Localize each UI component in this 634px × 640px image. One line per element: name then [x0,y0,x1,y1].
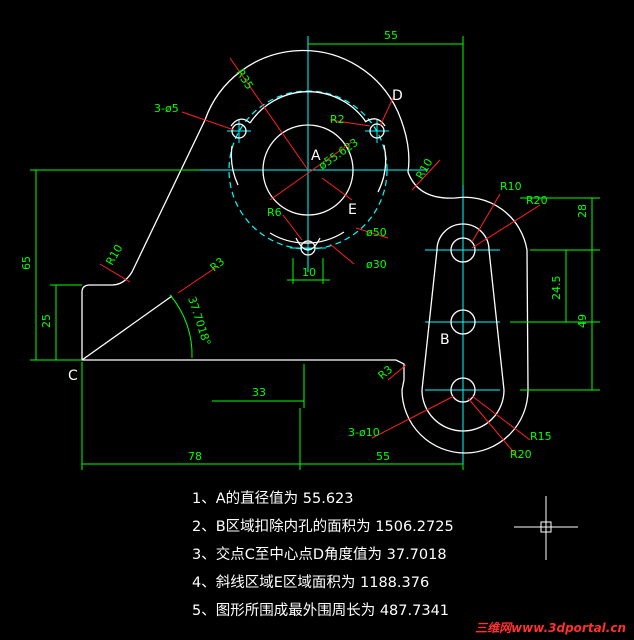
dim-r10-left: R10 [103,242,125,267]
bolt-circle [228,90,388,250]
dim-24-5: 24.5 [550,276,563,301]
diagonal-line [81,295,173,361]
hole-bosses [230,118,386,251]
inner-ring [230,91,387,244]
dim-angle: 37.7018° [185,295,213,348]
hole-b2 [450,309,476,335]
slot-plate [421,223,505,432]
center-lines [200,36,500,470]
dim-65: 65 [20,256,33,270]
dim-3d5: 3-ø5 [154,102,179,115]
dim-r35: R35 [233,67,255,92]
note-3: 3、交点C至中心点D角度值为 37.7018 [192,547,447,563]
watermark: 三维网www.3dportal.cn [475,621,626,635]
dim-r20-top: R20 [526,194,548,207]
dim-33: 33 [252,386,266,399]
note-1: 1、A的直径值为 55.623 [192,491,354,507]
dim-r3-low: R3 [376,363,396,382]
dim-r15: R15 [530,430,552,443]
label-c: C [68,368,78,384]
dim-top-55: 55 [384,29,398,42]
dim-d55: ø55.623 [316,136,361,173]
note-5: 5、图形所围成最外围周长为 487.7341 [192,603,450,619]
small-hole-left [231,123,247,139]
note-4: 4、斜线区域E区域面积为 1188.376 [192,575,430,591]
small-hole-right [369,123,385,139]
dim-r10-side: R10 [500,180,522,193]
dim-d50: ø50 [366,226,387,239]
dim-49: 49 [576,314,589,328]
main-bore [262,124,354,216]
label-d: D [392,88,403,104]
dim-r2: R2 [330,113,345,126]
dim-3d10: 3-ø10 [348,426,380,439]
dim-25: 25 [40,314,53,328]
note-2: 2、B区域扣除内孔的面积为 1506.2725 [192,519,454,535]
leader-lines [99,57,541,456]
hole-b3 [450,377,476,403]
label-e: E [348,202,357,218]
notes-list: 1、A的直径值为 55.623 2、B区域扣除内孔的面积为 1506.2725 … [192,485,454,625]
dimension-lines [30,36,600,470]
dim-r20-bot: R20 [510,448,532,461]
small-hole-bottom [300,240,316,256]
label-a: A [311,148,321,164]
dim-78: 78 [188,450,202,463]
crosshair-cursor [514,496,578,560]
dim-r6: R6 [267,206,282,219]
dim-d30: ø30 [366,258,387,271]
dim-28: 28 [576,204,589,218]
dim-10: 10 [302,266,316,279]
label-b: B [440,332,450,348]
dim-bottom-55: 55 [376,450,390,463]
part-outline [81,49,529,454]
hole-b1 [450,237,476,263]
